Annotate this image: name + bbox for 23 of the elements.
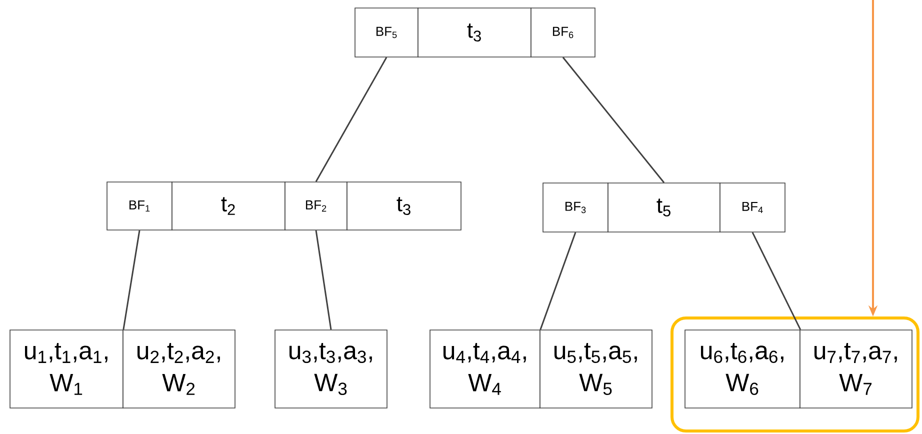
record-cell: u$_{5}$,t$_{5}$,a$_{5}$, W$_{5}$	[540, 330, 652, 408]
record-cell: u$_{3}$,t$_{3}$,a$_{3}$, W$_{3}$	[274, 330, 388, 408]
record-cell: u$_{4}$,t$_{4}$,a$_{4}$, W$_{4}$	[430, 330, 540, 408]
connector-line	[315, 57, 388, 182]
connector-line	[540, 232, 576, 330]
record-cell: u$_{6}$,t$_{6}$,a$_{6}$, W$_{6}$	[684, 330, 800, 408]
key-cell: t$_{3}$	[418, 8, 532, 58]
connector-line	[315, 230, 332, 330]
field-cell: BF$_{4}$	[720, 182, 786, 232]
key-cell: t$_{5}$	[608, 182, 720, 232]
key-cell: t$_{3}$	[346, 182, 462, 230]
key-cell: t$_{2}$	[172, 182, 286, 230]
highlight-box	[670, 316, 920, 432]
field-cell: BF$_{2}$	[284, 182, 348, 230]
record-cell: u$_{1}$,t$_{1}$,a$_{1}$, W$_{1}$	[10, 330, 124, 408]
connector-line	[562, 56, 665, 184]
field-cell: BF$_{6}$	[530, 8, 596, 58]
record-cell: u$_{7}$,t$_{7}$,a$_{7}$, W$_{7}$	[800, 330, 912, 408]
field-cell: BF$_{1}$	[106, 182, 172, 230]
record-cell: u$_{2}$,t$_{2}$,a$_{2}$, W$_{2}$	[122, 330, 236, 408]
connector-line	[122, 230, 140, 330]
field-cell: BF$_{3}$	[542, 182, 608, 232]
field-cell: BF$_{5}$	[354, 8, 418, 58]
